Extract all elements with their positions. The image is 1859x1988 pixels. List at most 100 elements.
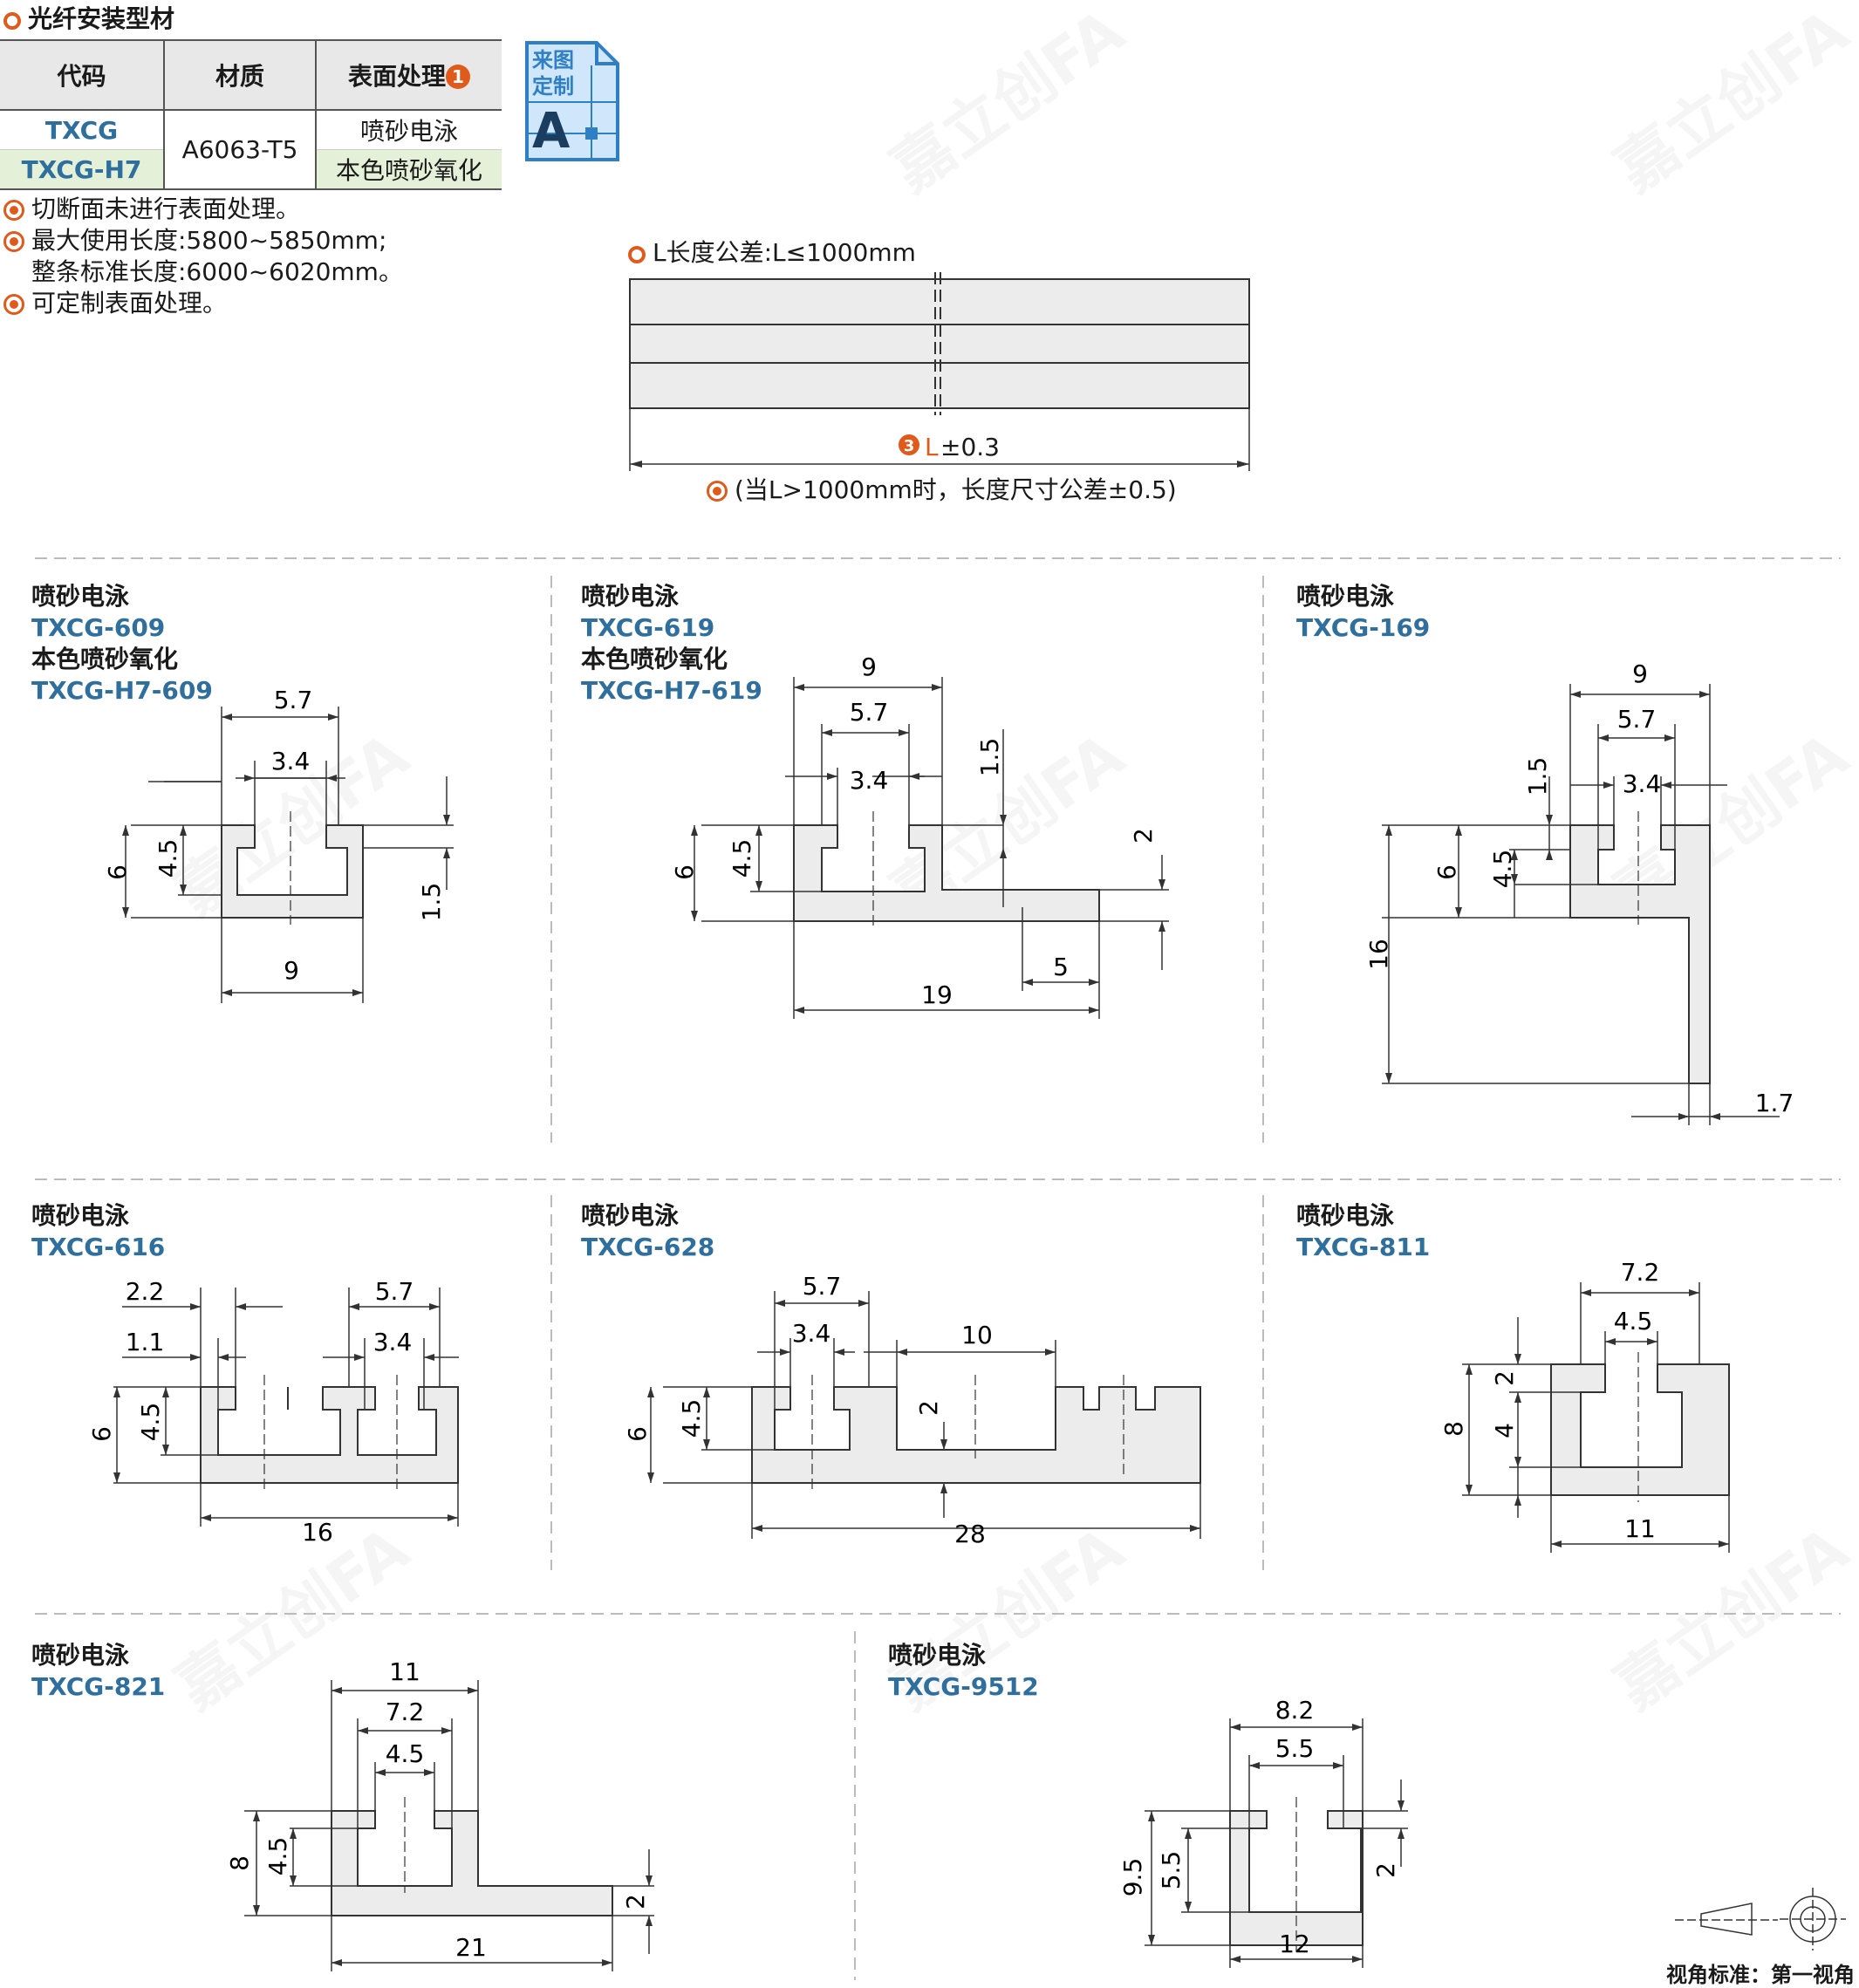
finish-label: 喷砂电泳 [581,1201,680,1230]
dim-label: 16 [302,1518,333,1547]
dim-label: 4.5 [1614,1307,1653,1336]
dim-label: 19 [921,980,953,1009]
table-row-code: TXCG-H7 [0,149,165,190]
view-standard-label: 视角标准：第一视角 [1666,1963,1855,1987]
dim-label: 10 [961,1321,993,1349]
note-text: 可定制表面处理。 [31,289,228,318]
dim-label: 4 [1490,1423,1519,1438]
dim-label: 2.2 [126,1277,165,1306]
profile-code: TXCG-619 [581,613,715,642]
col-surface-label: 表面处理 [347,62,446,91]
footnote-badge: 1 [446,65,470,89]
profile-616-labels: 喷砂电泳 TXCG-616 [31,1200,165,1263]
profile-code: TXCG-811 [1296,1233,1431,1261]
dim-label: 7.2 [386,1698,425,1726]
finish-label: 喷砂电泳 [1296,582,1395,611]
dim-label: 1.5 [975,738,1004,777]
page-title-text: 光纤安装型材 [28,4,175,33]
dim-label: 5.7 [803,1272,842,1301]
dim-label: 4.5 [677,1399,706,1438]
dim-label: 16 [1364,939,1393,970]
badge-line1: 来图 [532,48,574,72]
first-angle-projection-icon [1675,1888,1846,1950]
dim-label: 2 [621,1894,650,1909]
note-text: 最大使用长度:5800~5850mm; [31,226,387,255]
dim-label: 2 [1490,1370,1519,1386]
dim-label: 5.7 [1617,705,1657,734]
col-code: 代码 [0,39,165,111]
profile-619-drawing: 9 5.7 3.4 1.5 2 6 4.5 5 19 [670,652,1169,1019]
profile-609-drawing: 5.7 3.4 6 4.5 1.5 9 [105,686,454,1003]
dim-label: 5 [1053,953,1069,981]
dim-label: 5.5 [1157,1851,1186,1890]
length-diagram-title: L长度公差:L≤1000mm [628,234,916,269]
notes-list: 切断面未进行表面处理。 最大使用长度:5800~5850mm; 整条标准长度:6… [3,194,403,319]
note-item: 整条标准长度:6000~6020mm。 [3,256,403,288]
dim-label: 3.4 [271,747,311,775]
dim-label: 9 [1632,659,1648,688]
profile-code: TXCG-H7-609 [31,676,213,705]
dim-label: 11 [389,1657,420,1686]
badge-line2: 定制 [532,74,574,99]
dim-label: 8 [225,1855,254,1871]
finish-label: 喷砂电泳 [1296,1201,1395,1230]
dim-label: 4.5 [728,839,756,878]
profile-616-drawing: 2.2 1.1 5.7 3.4 6 4.5 16 [87,1277,459,1547]
profile-code: TXCG-H7-619 [581,676,762,705]
page-title: 光纤安装型材 [3,0,174,35]
col-material: 材质 [164,39,317,111]
target-bullet-icon [3,294,24,315]
dim-label: 8.2 [1275,1696,1315,1725]
dim-label: 2 [914,1400,943,1416]
finish-label: 喷砂电泳 [31,582,130,611]
dim-label: 6 [105,864,132,880]
document-icon: 来图 定制 A [525,41,619,161]
length-diagram: 3 L ±0.3 [629,272,1250,471]
profile-9512-labels: 喷砂电泳 TXCG-9512 [888,1640,1039,1703]
dim-label: 9.5 [1118,1858,1147,1897]
dim-label: 5.7 [850,698,889,727]
dim-letter: L [925,433,939,461]
target-bullet-icon [707,481,728,502]
dim-label: 9 [861,652,877,681]
note-item: 最大使用长度:5800~5850mm; [3,225,403,256]
target-bullet-icon [3,231,24,252]
dim-label: 3.4 [792,1319,831,1348]
profile-code: TXCG-821 [31,1672,166,1701]
badge-letter: A [532,103,571,160]
profile-169-labels: 喷砂电泳 TXCG-169 [1296,581,1430,644]
dim-label: 3.4 [373,1328,413,1356]
length-note-text: (当L>1000mm时，长度尺寸公差±0.5) [735,475,1177,504]
profile-609-labels: 喷砂电泳 TXCG-609 本色喷砂氧化 TXCG-H7-609 [31,581,213,707]
dim-label: 5.7 [375,1277,414,1306]
profile-code: TXCG-628 [581,1233,715,1261]
dim-label: 1.7 [1755,1089,1794,1117]
dim-label: 2 [1129,828,1158,844]
finish-label: 喷砂电泳 [581,582,680,611]
dim-label: 5.5 [1275,1734,1315,1763]
dim-tolerance: ±0.3 [940,433,1000,461]
custom-drawing-badge: 来图 定制 A [523,39,619,161]
finish-label: 喷砂电泳 [888,1641,987,1670]
profile-9512-drawing: 8.2 5.5 9.5 5.5 2 12 [1118,1696,1408,1968]
target-bullet-icon [3,200,24,221]
profile-code: TXCG-609 [31,613,166,642]
dim-label: 1.5 [1523,757,1552,796]
profile-628-labels: 喷砂电泳 TXCG-628 [581,1200,714,1263]
dim-label: 7.2 [1621,1258,1660,1287]
dim-label: 12 [1279,1930,1310,1958]
dim-label: 1.1 [126,1328,165,1356]
dim-label: 4.5 [386,1739,425,1768]
dim-label: 6 [628,1426,652,1442]
note-text: 切断面未进行表面处理。 [31,195,301,223]
length-title-text: L长度公差:L≤1000mm [653,238,916,267]
dim-label: 8 [1439,1421,1468,1437]
table-row-surface: 喷砂电泳 [316,110,502,150]
length-note: (当L>1000mm时，长度尺寸公差±0.5) [707,471,1177,506]
profile-821-drawing: 11 7.2 4.5 8 4.5 2 21 [225,1657,654,1971]
profile-619-labels: 喷砂电泳 TXCG-619 本色喷砂氧化 TXCG-H7-619 [581,581,762,707]
finish-label: 喷砂电泳 [31,1641,130,1670]
